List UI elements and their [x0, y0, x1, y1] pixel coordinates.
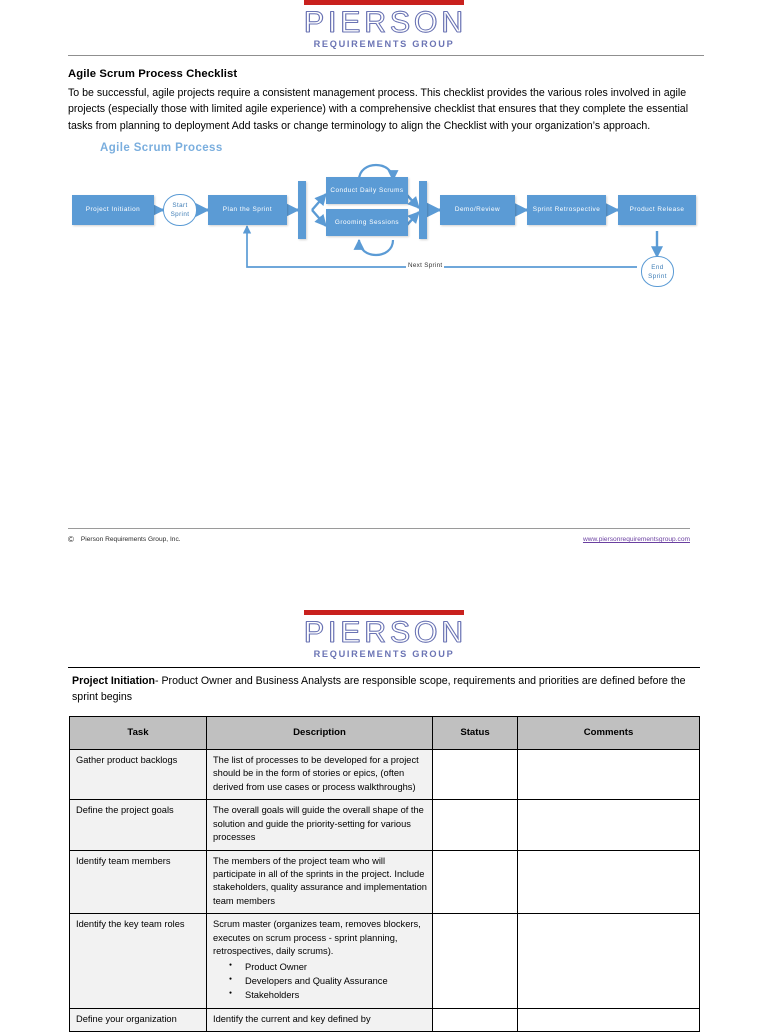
- page-title: Agile Scrum Process Checklist: [68, 68, 238, 80]
- node-end-sprint: End Sprint: [641, 256, 674, 288]
- table-row: Gather product backlogs The list of proc…: [69, 748, 700, 801]
- node-demo-review: Demo/Review: [440, 195, 515, 226]
- table-row-partial: Define your organization Identify the cu…: [69, 1007, 700, 1032]
- intro-paragraph: To be successful, agile projects require…: [68, 87, 689, 132]
- col-header-comments: Comments: [517, 715, 700, 750]
- cell-description: The members of the project team who will…: [206, 849, 433, 915]
- agile-scrum-process-diagram: Agile Scrum Process: [0, 134, 768, 334]
- cell-task: Identify the key team roles: [69, 913, 207, 1009]
- cell-task: Identify team members: [69, 849, 207, 915]
- sync-bar-right: [419, 181, 427, 240]
- node-project-initiation: Project Initiation: [72, 195, 154, 226]
- cell-comments[interactable]: [517, 1007, 700, 1032]
- page-footer: © Pierson Requirements Group, Inc. www.p…: [0, 528, 768, 544]
- cell-task: Define the project goals: [69, 799, 207, 851]
- footer-company: Pierson Requirements Group, Inc.: [80, 536, 181, 543]
- col-header-status: Status: [432, 715, 518, 750]
- page-break-gap: [0, 556, 768, 610]
- cell-description: Identify the current and key defined by: [206, 1007, 433, 1032]
- footer-divider: [68, 528, 690, 529]
- cell-description: The list of processes to be developed fo…: [206, 748, 433, 801]
- page2-divider: [68, 667, 700, 668]
- logo-wordmark: PIERSON: [304, 6, 468, 39]
- project-initiation-checklist-table: Task Description Status Comments Gather …: [69, 715, 700, 1032]
- logo-red-bar: [304, 0, 464, 5]
- col-header-description: Description: [206, 715, 433, 750]
- brand-logo-page2: PIERSON REQUIREMENTS GROUP: [0, 610, 768, 659]
- cell-description-text: Scrum master (organizes team, removes bl…: [213, 919, 421, 957]
- node-product-release: Product Release: [618, 195, 696, 226]
- logo-wordmark-page2: PIERSON: [304, 616, 468, 649]
- cell-description-with-bullets: Scrum master (organizes team, removes bl…: [206, 913, 433, 1009]
- sync-bar-left: [298, 181, 306, 240]
- bullet-item: Stakeholders: [229, 989, 427, 1003]
- table-row: Identify team members The members of the…: [69, 849, 700, 915]
- bullet-item: Developers and Quality Assurance: [229, 975, 427, 989]
- cell-comments[interactable]: [517, 748, 700, 801]
- cell-status[interactable]: [432, 1007, 518, 1032]
- cell-task: Gather product backlogs: [69, 748, 207, 801]
- cell-status[interactable]: [432, 849, 518, 915]
- logo-red-bar-page2: [304, 610, 464, 615]
- col-header-task: Task: [69, 715, 207, 750]
- section-intro: Project Initiation- Product Owner and Bu…: [72, 674, 700, 706]
- header-divider: [68, 55, 704, 56]
- cell-status[interactable]: [432, 913, 518, 1009]
- brand-logo-header: PIERSON REQUIREMENTS GROUP: [0, 0, 768, 49]
- node-plan-the-sprint: Plan the Sprint: [208, 195, 287, 226]
- diagram-connectors: [149, 164, 663, 269]
- logo-tagline-page2: REQUIREMENTS GROUP: [313, 649, 455, 659]
- cell-task: Define your organization: [69, 1007, 207, 1032]
- footer-website-link[interactable]: www.piersonrequirementsgroup.com: [582, 536, 690, 543]
- node-sprint-retrospective: Sprint Retrospective: [527, 195, 606, 226]
- table-row: Define the project goals The overall goa…: [69, 799, 700, 851]
- node-conduct-daily-scrums: Conduct Daily Scrums: [326, 177, 408, 205]
- table-row: Identify the key team roles Scrum master…: [69, 913, 700, 1009]
- table-header-row: Task Description Status Comments: [69, 715, 700, 750]
- cell-comments[interactable]: [517, 849, 700, 915]
- cell-comments[interactable]: [517, 799, 700, 851]
- node-grooming-sessions: Grooming Sessions: [326, 209, 408, 237]
- logo-tagline: REQUIREMENTS GROUP: [313, 39, 455, 49]
- bullet-item: Product Owner: [229, 961, 427, 975]
- section-text: - Product Owner and Business Analysts ar…: [72, 675, 686, 703]
- node-start-sprint: Start Sprint: [163, 194, 197, 227]
- intro-block: Agile Scrum Process Checklist To be succ…: [68, 68, 700, 134]
- cell-comments[interactable]: [517, 913, 700, 1009]
- cell-status[interactable]: [432, 799, 518, 851]
- document-page-1: PIERSON REQUIREMENTS GROUP Agile Scrum P…: [0, 0, 768, 544]
- copyright-icon: ©: [68, 535, 74, 544]
- document-page-2: PIERSON REQUIREMENTS GROUP Project Initi…: [0, 610, 768, 1032]
- cell-status[interactable]: [432, 748, 518, 801]
- section-heading: Project Initiation: [72, 675, 155, 687]
- cell-description: The overall goals will guide the overall…: [206, 799, 433, 851]
- description-bullet-list: Product Owner Developers and Quality Ass…: [213, 961, 427, 1003]
- diagram-title: Agile Scrum Process: [100, 142, 223, 155]
- edge-label-next-sprint: Next Sprint: [406, 262, 445, 270]
